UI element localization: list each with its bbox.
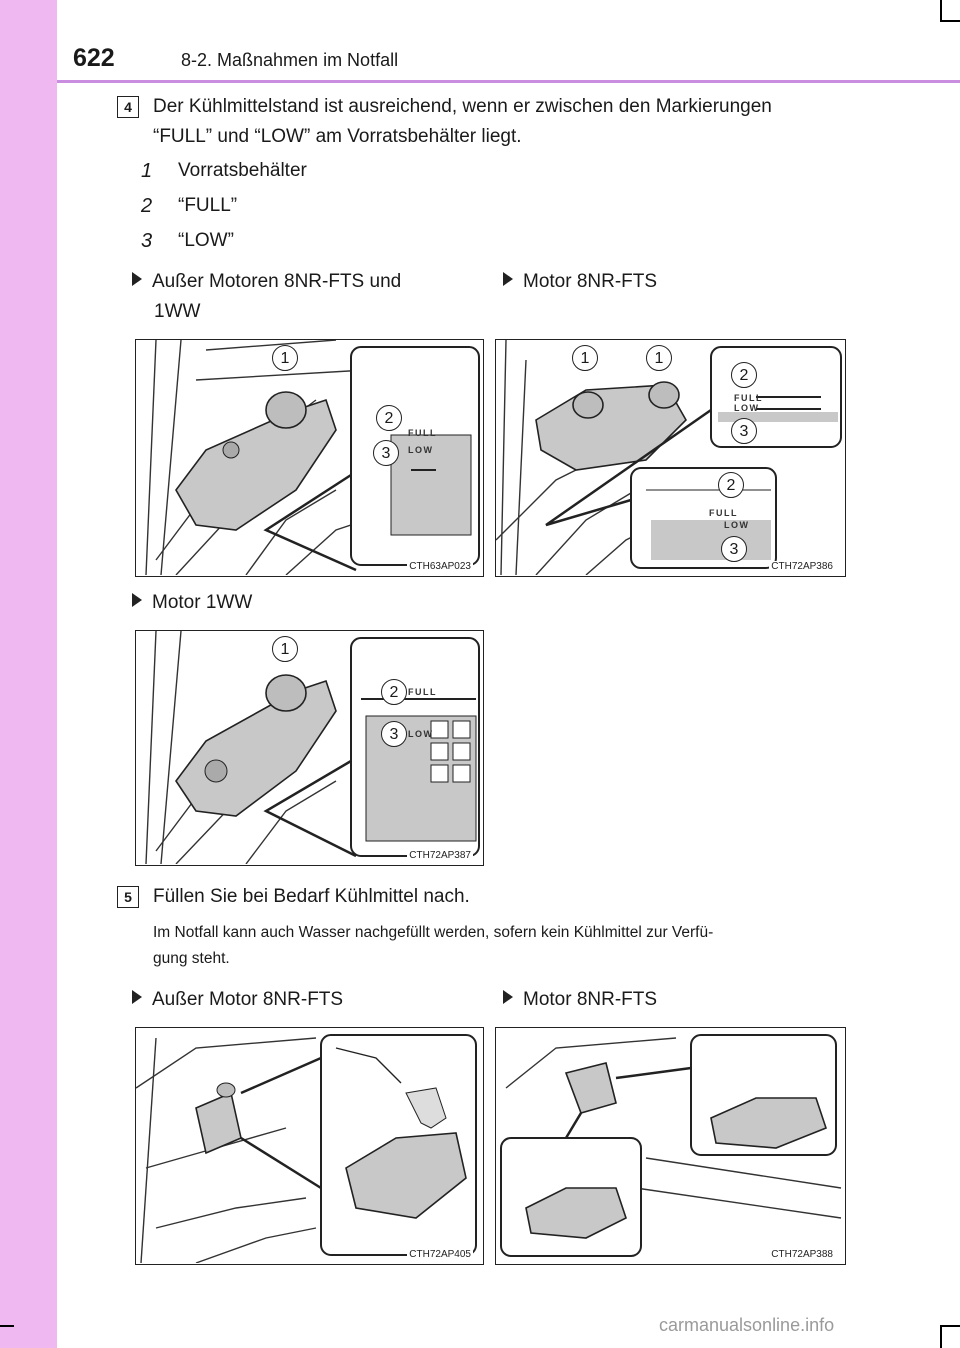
figure-code: CTH72AP387 [407,850,473,861]
chapter-title: 8-2. Maßnahmen im Notfall [181,50,399,70]
triangle-bullet-icon [132,990,142,1004]
legend-label-1: Vorratsbehälter [178,160,307,181]
callout-2: 2 [718,472,744,498]
triangle-bullet-icon [132,272,142,286]
callout-3: 3 [381,721,407,747]
low-mark-label: LOW [408,445,434,455]
caption-top-right-text: Motor 8NR-FTS [523,271,658,292]
caption-top-left-line1: Außer Motoren 8NR-FTS und [152,271,402,292]
step5-text: Füllen Sie bei Bedarf Kühlmittel nach. [153,886,470,907]
engine-illustration [145,340,480,575]
caption-mid: Motor 1WW [132,588,252,618]
callout-1: 1 [572,345,598,371]
step5-note-line2: gung steht. [153,950,230,967]
caption-bottom-left: Außer Motor 8NR-FTS [132,985,343,1015]
engine-refill-illustration [500,1034,842,1257]
caption-bottom-right: Motor 8NR-FTS [503,985,657,1015]
step5-note-line1: Im Notfall kann auch Wasser nachgefüllt … [153,924,714,941]
step-badge-5: 5 [117,886,139,908]
engine-illustration [496,340,842,575]
legend-label-3: “LOW” [178,230,234,251]
figure-code: CTH63AP023 [407,561,473,572]
caption-top-left: Außer Motoren 8NR-FTS und [132,267,477,297]
callout-2: 2 [731,362,757,388]
caption-top-left-line2: 1WW [154,301,201,322]
triangle-bullet-icon [503,272,513,286]
full-mark-label: FULL [408,687,437,697]
crop-mark [940,20,960,22]
low-mark-label: LOW [724,520,750,530]
header-rule [57,80,960,83]
step4-text-line1: Der Kühlmittelstand ist ausreichend, wen… [153,96,772,117]
callout-2: 2 [376,405,402,431]
figure-reservoir-1ww: 1 2 3 FULL LOW CTH72AP387 [135,630,484,866]
full-mark-label: FULL [709,508,738,518]
callout-1: 1 [272,345,298,371]
legend-label-2: “FULL” [178,195,238,216]
full-mark-label: FULL [734,393,763,403]
caption-mid-text: Motor 1WW [152,592,253,613]
step4-text-line2: “FULL” und “LOW” am Vorratsbehälter lieg… [153,126,522,147]
callout-2: 2 [381,679,407,705]
figure-refill-8nr-fts: CTH72AP388 [495,1027,846,1265]
figure-code: CTH72AP388 [769,1249,835,1260]
page-number: 622 [73,44,115,72]
legend-num-2: 2 [141,195,153,217]
callout-3: 3 [373,440,399,466]
callout-1: 1 [646,345,672,371]
callout-3: 3 [721,536,747,562]
crop-mark [0,1325,14,1327]
figure-refill-general: CTH72AP405 [135,1027,484,1265]
crop-mark [940,0,942,22]
callout-3: 3 [731,418,757,444]
figure-code: CTH72AP405 [407,1249,473,1260]
caption-top-right: Motor 8NR-FTS [503,267,657,297]
chapter-sidebar [0,0,57,1348]
engine-refill-illustration [136,1034,477,1263]
crop-mark [940,1325,942,1348]
full-mark-label: FULL [408,428,437,438]
step-badge-4: 4 [117,96,139,118]
crop-mark [940,1325,960,1327]
callout-1: 1 [272,636,298,662]
triangle-bullet-icon [132,593,142,607]
figure-reservoir-8nr-fts: 1 1 2 3 FULL LOW 2 3 FULL LOW CTH72AP386 [495,339,846,577]
low-mark-label: LOW [408,729,434,739]
legend-num-3: 3 [141,230,153,252]
low-mark-label: LOW [734,403,760,413]
legend-num-1: 1 [141,160,153,182]
figure-code: CTH72AP386 [769,561,835,572]
caption-bottom-right-text: Motor 8NR-FTS [523,989,658,1010]
engine-illustration [145,631,480,864]
triangle-bullet-icon [503,990,513,1004]
watermark: carmanualsonline.info [659,1315,835,1335]
caption-bottom-left-text: Außer Motor 8NR-FTS [152,989,344,1010]
figure-reservoir-general: 1 2 3 FULL LOW CTH63AP023 [135,339,484,577]
